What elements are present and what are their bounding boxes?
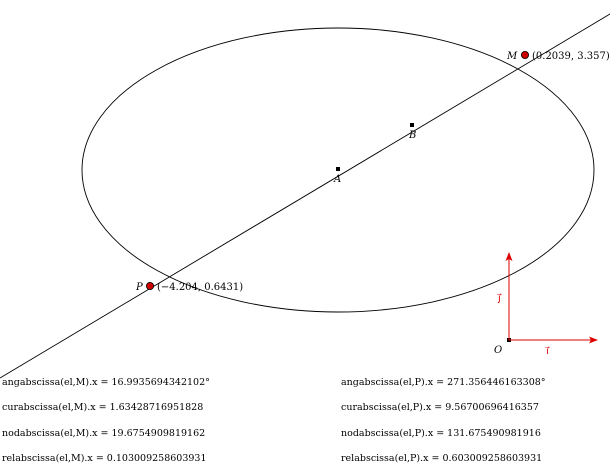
point-a-marker[interactable]	[336, 167, 340, 171]
vector-i-arrowhead-icon	[589, 336, 598, 344]
readout-right-relabscissa: relabscissa(el,P).x = 0.603009258603931	[341, 453, 543, 464]
point-m-label: M	[506, 51, 518, 62]
point-a-label: A	[333, 174, 341, 185]
origin-label: O	[494, 345, 502, 356]
point-p-marker[interactable]	[145, 281, 154, 290]
vector-i: ı⃗	[509, 336, 598, 357]
vector-i-label: ı⃗	[545, 346, 550, 357]
readout-right-curabscissa: curabscissa(el,P).x = 9.56700696416357	[341, 402, 539, 413]
readout-right-angabscissa: angabscissa(el,P).x = 271.356446163308°	[341, 377, 546, 388]
ellipse[interactable]	[81, 27, 595, 313]
readout-left-relabscissa: relabscissa(el,M).x = 0.103009258603931	[2, 453, 207, 464]
readout-left-curabscissa: curabscissa(el,M).x = 1.634287169518​28	[2, 402, 204, 413]
point-p-label: P	[135, 282, 143, 293]
readout-right-nodabscissa: nodabscissa(el,P).x = 131.675490981916	[341, 428, 541, 439]
point-m-marker[interactable]	[521, 51, 530, 60]
vector-j-arrowhead-icon	[505, 252, 513, 261]
point-b-marker[interactable]	[410, 123, 414, 127]
line-ab[interactable]	[0, 13, 610, 379]
point-b-label: B	[408, 130, 416, 141]
point-m-coords: (0.2039, 3.357)	[532, 51, 610, 62]
vector-j: ȷ⃗	[497, 252, 513, 340]
vector-j-label: ȷ⃗	[497, 293, 502, 304]
readout-left-nodabscissa: nodabscissa(el,M).x = 19.6754909819162	[2, 428, 206, 439]
readout-left-angabscissa: angabscissa(el,M).x = 16.9935694342102°	[2, 377, 210, 388]
point-p-coords: (−4.204, 0.6431)	[157, 282, 243, 293]
